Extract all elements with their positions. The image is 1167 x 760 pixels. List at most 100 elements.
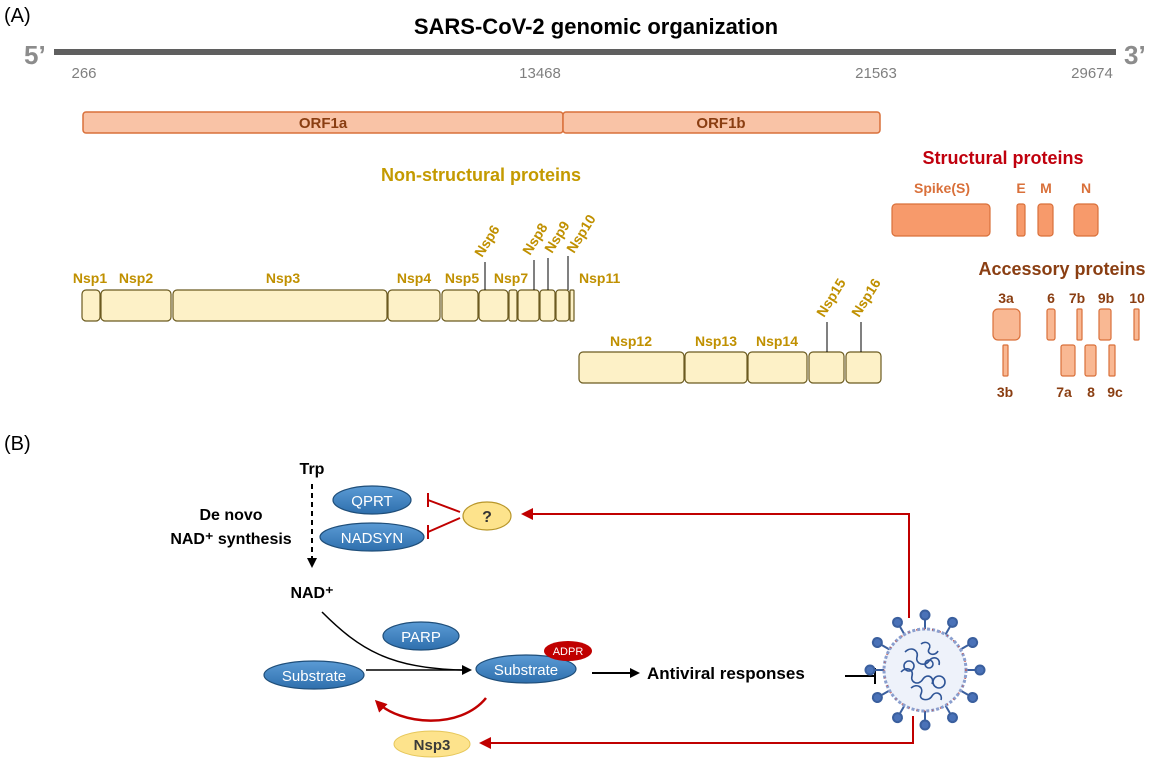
accessory-boxes <box>992 308 1140 377</box>
nsp7-label: Nsp7 <box>494 270 528 286</box>
acc-7a-box <box>1060 344 1076 377</box>
nsp-row2-labels: Nsp12 Nsp13 Nsp14 Nsp15 Nsp16 <box>610 275 884 349</box>
position-13468: 13468 <box>519 65 561 82</box>
acc-10-box <box>1133 308 1140 341</box>
nsp6-label: Nsp6 <box>471 222 503 260</box>
acc-8-label: 8 <box>1087 384 1095 400</box>
orf1b-bar <box>562 111 881 134</box>
orf1a-label: ORF1a <box>299 115 348 132</box>
panel-a-label: (A) <box>4 5 31 27</box>
nsp3-label: Nsp3 <box>266 270 300 286</box>
virus-rna <box>900 641 946 701</box>
structural-labels: Spike(S) E M N <box>914 180 1091 196</box>
acc-7a-label: 7a <box>1056 384 1072 400</box>
unknown-factor-label: ? <box>482 509 492 526</box>
n-box <box>1073 203 1099 237</box>
spike-box <box>891 203 991 237</box>
substrate-label: Substrate <box>282 668 346 685</box>
antiviral-label: Antiviral responses <box>647 664 805 683</box>
nsp8-box <box>517 289 540 322</box>
acc-9b-box <box>1098 308 1112 341</box>
virus-to-unknown-arrow <box>521 508 910 618</box>
acc-7b-label: 7b <box>1069 290 1085 306</box>
acc-3b-label: 3b <box>997 384 1013 400</box>
nsp13-label: Nsp13 <box>695 333 737 349</box>
position-29674: 29674 <box>1071 65 1113 82</box>
virus-particle-icon <box>864 609 986 731</box>
nsp3-oval <box>393 730 471 758</box>
nonstructural-heading: Non-structural proteins <box>381 165 581 185</box>
spike-label: Spike(S) <box>914 180 970 196</box>
qprt-label: QPRT <box>351 493 392 510</box>
virus-to-nsp3-arrow <box>479 716 914 749</box>
nsp10-box <box>555 289 570 322</box>
nsp13-box <box>684 351 748 384</box>
e-label: E <box>1016 180 1025 196</box>
nsp9-box <box>539 289 556 322</box>
nad-to-reaction-curve <box>321 611 463 671</box>
nsp-row2 <box>578 351 882 384</box>
accessory-top-labels: 3a 6 7b 9b 10 <box>998 290 1145 306</box>
nsp-leader-lines-row2 <box>826 322 862 352</box>
nsp15-box <box>808 351 845 384</box>
acc-9c-label: 9c <box>1107 384 1123 400</box>
nadsyn-label: NADSYN <box>341 530 404 547</box>
trp-label: Trp <box>300 461 325 478</box>
unknown-factor-oval <box>462 501 512 531</box>
nsp3-box <box>172 289 388 322</box>
accessory-bottom-labels: 3b 7a 8 9c <box>997 384 1123 400</box>
acc-3a-box <box>992 308 1021 341</box>
structural-heading: Structural proteins <box>922 148 1083 168</box>
parp-oval <box>382 621 460 651</box>
nsp2-label: Nsp2 <box>119 270 153 286</box>
nsp11-label: Nsp11 <box>579 270 620 286</box>
nsp5-label: Nsp5 <box>445 270 479 286</box>
acc-9c-box <box>1108 344 1116 377</box>
acc-6-box <box>1046 308 1056 341</box>
nadsyn-oval <box>319 522 425 552</box>
nsp16-box <box>845 351 882 384</box>
genome-title: SARS-CoV-2 genomic organization <box>414 14 778 39</box>
acc-7b-box <box>1076 308 1083 341</box>
structural-boxes <box>891 203 1099 237</box>
nsp1-box <box>81 289 101 322</box>
nsp2-box <box>100 289 172 322</box>
nsp4-label: Nsp4 <box>397 270 431 286</box>
de-novo-line2: NAD⁺ synthesis <box>170 531 291 548</box>
parp-label: PARP <box>401 629 441 646</box>
nsp14-box <box>747 351 808 384</box>
virus-spikes <box>864 609 986 731</box>
nsp12-box <box>578 351 685 384</box>
three-prime-label: 3’ <box>1124 40 1146 70</box>
nsp15-label: Nsp15 <box>813 275 849 319</box>
nsp-row1-labels: Nsp1 Nsp2 Nsp3 Nsp4 Nsp5 Nsp7 Nsp11 Nsp6… <box>73 211 621 286</box>
adpr-label: ADPR <box>553 646 584 658</box>
five-prime-label: 5’ <box>24 40 46 70</box>
m-box <box>1037 203 1054 237</box>
acc-6-label: 6 <box>1047 290 1055 306</box>
panel-b-label: (B) <box>4 433 31 455</box>
nsp-leader-lines-row1 <box>484 256 569 290</box>
position-21563: 21563 <box>855 65 897 82</box>
nsp14-label: Nsp14 <box>756 333 798 349</box>
acc-10-label: 10 <box>1129 290 1145 306</box>
nad-label: NAD⁺ <box>290 585 333 602</box>
acc-8-box <box>1084 344 1097 377</box>
acc-3b-box <box>1002 344 1009 377</box>
nsp4-box <box>387 289 441 322</box>
nsp11-box <box>569 289 575 322</box>
nsp3-reversal-arrow <box>374 697 487 722</box>
nsp16-label: Nsp16 <box>848 275 884 319</box>
nsp7-box <box>508 289 518 322</box>
n-label: N <box>1081 180 1091 196</box>
substrate-oval <box>263 660 365 690</box>
de-novo-line1: De novo <box>199 507 262 524</box>
nsp5-box <box>441 289 479 322</box>
unknown-inhibition-lines <box>427 493 461 539</box>
nsp1-label: Nsp1 <box>73 270 107 286</box>
qprt-oval <box>332 485 412 515</box>
nsp3-label: Nsp3 <box>414 737 451 754</box>
acc-3a-label: 3a <box>998 290 1014 306</box>
m-label: M <box>1040 180 1052 196</box>
